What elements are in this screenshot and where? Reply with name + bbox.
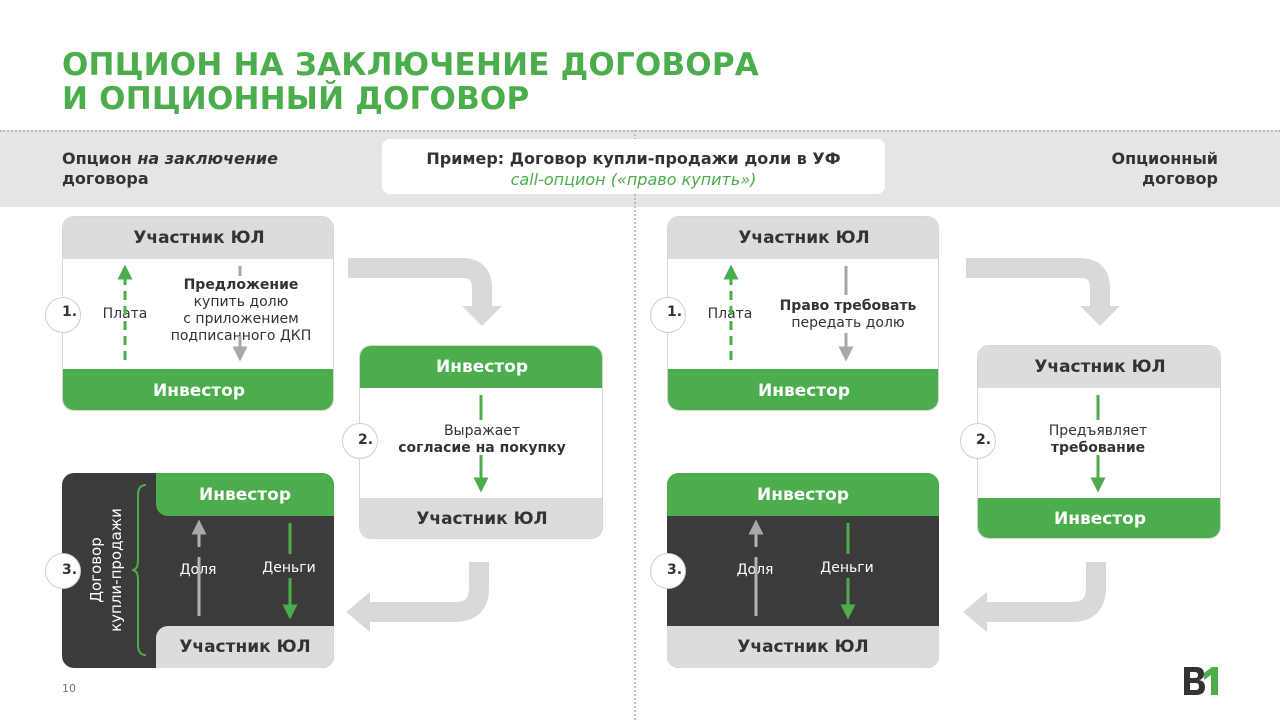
right-step3-bottom-party: Участник ЮЛ <box>667 626 939 668</box>
left-step2-notch <box>342 423 378 459</box>
right-step2-line2: требование <box>1050 440 1146 456</box>
right-step3-card: Инвестор Участник ЮЛ Доля Деньги <box>667 473 939 668</box>
left-flow-arrow-2to3 <box>346 562 489 632</box>
right-step1-card: Участник ЮЛ Инвестор Плата Право требова… <box>667 216 939 411</box>
left-step1-notch <box>45 297 81 333</box>
b1-logo <box>1182 665 1220 697</box>
example-title: Пример: Договор купли-продажи доли в УФ <box>426 149 841 168</box>
right-heading-line2: договор <box>1142 169 1218 188</box>
right-step2-bottom-party: Инвестор <box>978 498 1220 538</box>
left-step3-brace <box>131 484 147 656</box>
right-step2-card: Участник ЮЛ Инвестор Предъявляет требова… <box>977 345 1221 539</box>
left-step3-money-label: Деньги <box>262 560 316 576</box>
right-step1-top-party: Участник ЮЛ <box>668 217 938 259</box>
center-divider <box>634 130 636 720</box>
left-step3-notch <box>45 553 81 589</box>
right-step3-money-label: Деньги <box>820 560 874 576</box>
left-heading-italic: на заключение <box>137 149 278 168</box>
b1-logo-icon <box>1184 667 1218 695</box>
right-step2-text: Предъявляет требование <box>1018 423 1178 457</box>
right-step2-number: 2. <box>976 432 992 448</box>
right-step1-right-text: Право требовать передать долю <box>768 298 928 332</box>
right-step2-top-party: Участник ЮЛ <box>978 346 1220 388</box>
left-heading-line2: договора <box>62 169 149 188</box>
left-step2-top-party: Инвестор <box>360 346 602 388</box>
page-number: 10 <box>62 682 76 695</box>
left-step2-text: Выражает согласие на покупку <box>360 423 602 457</box>
example-box: Пример: Договор купли-продажи доли в УФ … <box>382 139 885 194</box>
title-line-2: И ОПЦИОННЫЙ ДОГОВОР <box>62 81 530 117</box>
left-step3-number: 3. <box>62 562 78 578</box>
left-step3-top-party: Инвестор <box>156 473 334 516</box>
right-step1-notch <box>650 297 686 333</box>
right-step1-right-line: передать долю <box>791 315 905 331</box>
right-flow-arrow-1to2 <box>966 258 1120 326</box>
left-step2-line1: Выражает <box>443 423 521 439</box>
right-step1-right-bold: Право требовать <box>779 298 917 314</box>
title-line-1: ОПЦИОН НА ЗАКЛЮЧЕНИЕ ДОГОВОРА <box>62 47 759 83</box>
left-step1-top-party: Участник ЮЛ <box>63 217 333 259</box>
left-heading-normal: Опцион <box>62 149 138 168</box>
left-step2-bottom-party: Участник ЮЛ <box>360 498 602 538</box>
left-step1-offer-line2: с приложением <box>183 311 299 327</box>
left-step2-number: 2. <box>358 432 374 448</box>
left-step1-offer-line1: купить долю <box>193 294 289 310</box>
right-step2-line1: Предъявляет <box>1048 423 1148 439</box>
left-step2-card: Инвестор Участник ЮЛ Выражает согласие н… <box>359 345 603 539</box>
right-column-heading: Опционный договор <box>1111 149 1218 189</box>
right-step2-notch <box>960 423 996 459</box>
left-flow-arrow-1to2 <box>348 258 502 326</box>
left-step1-number: 1. <box>62 304 78 320</box>
right-step3-notch <box>650 553 686 589</box>
right-step3-number: 3. <box>667 562 683 578</box>
left-step1-offer-bold: Предложение <box>183 277 299 293</box>
left-step3-bottom-party: Участник ЮЛ <box>156 626 334 668</box>
left-step1-bottom-party: Инвестор <box>63 369 333 410</box>
page-title: ОПЦИОН НА ЗАКЛЮЧЕНИЕ ДОГОВОРА И ОПЦИОННЫ… <box>62 48 759 116</box>
left-column-heading: Опцион на заключение договора <box>62 149 278 189</box>
left-step2-line2: согласие на покупку <box>398 440 566 456</box>
right-flow-arrow-2to3 <box>963 562 1106 632</box>
example-subtitle: call-опцион («право купить») <box>510 170 757 189</box>
right-step3-top-party: Инвестор <box>667 473 939 516</box>
right-step1-number: 1. <box>667 304 683 320</box>
left-step1-card: Участник ЮЛ Инвестор Плата Предложение к… <box>62 216 334 411</box>
right-step1-bottom-party: Инвестор <box>668 369 938 410</box>
right-heading-line1: Опционный <box>1111 149 1218 168</box>
